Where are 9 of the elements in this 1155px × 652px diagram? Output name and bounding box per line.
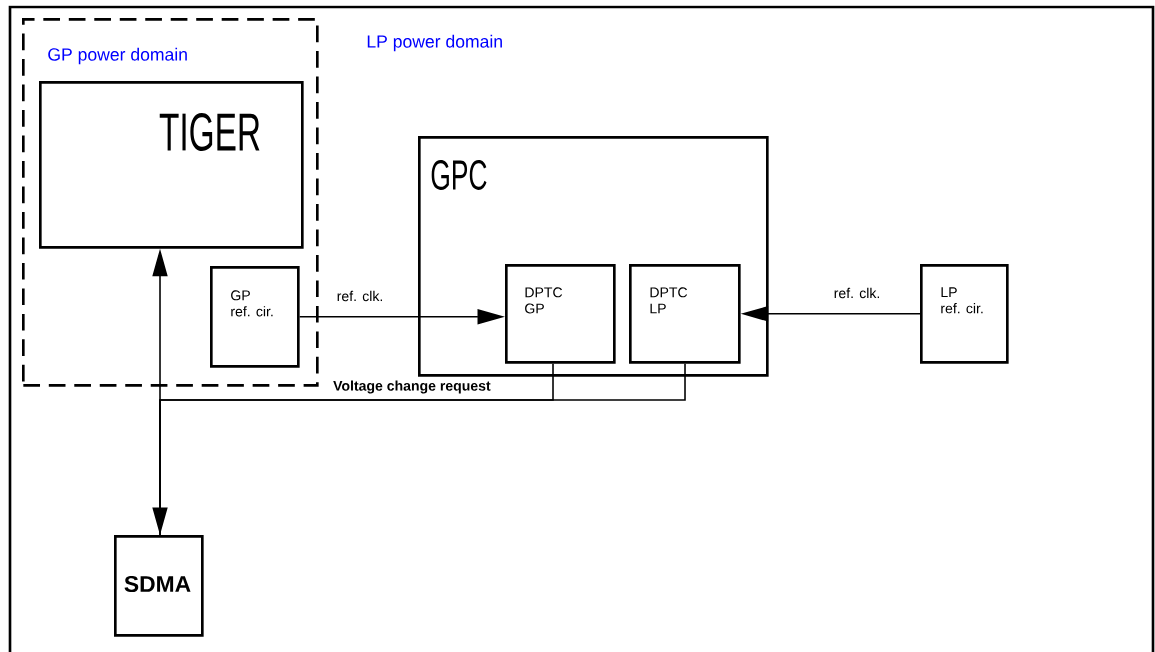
edge-label: ref. clk. <box>334 289 386 303</box>
edge-label: ref. clk. <box>831 286 883 300</box>
block-box: LP ref. cir. <box>920 264 1009 364</box>
block-box: SDMA <box>114 535 204 637</box>
block-box: DPTC GP <box>505 264 616 364</box>
block-box: GP ref. cir. <box>210 266 300 368</box>
block-box: TIGER <box>39 81 304 249</box>
edge-label: Voltage change request <box>331 378 493 396</box>
block-box: DPTC LP <box>629 264 741 364</box>
